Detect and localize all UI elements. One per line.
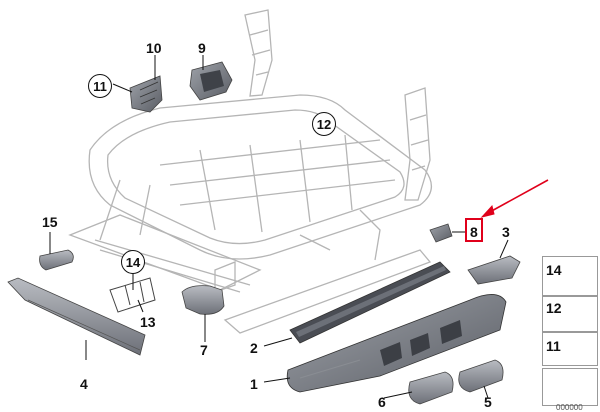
part-10-bracket xyxy=(129,75,163,113)
highlight-box-part-8 xyxy=(465,218,483,242)
part-15-knob xyxy=(39,249,74,271)
callout-13[interactable]: 13 xyxy=(140,314,156,330)
callout-10[interactable]: 10 xyxy=(146,40,162,56)
callout-7[interactable]: 7 xyxy=(200,342,208,358)
seat-frame xyxy=(68,9,432,334)
callout-12-circled[interactable]: 12 xyxy=(312,112,336,136)
callout-15[interactable]: 15 xyxy=(42,214,58,230)
callout-8[interactable]: 8 xyxy=(470,224,478,240)
part-13-bracket xyxy=(109,277,156,313)
legend-label-12: 12 xyxy=(546,300,562,316)
leader-lines xyxy=(49,55,509,399)
callout-4[interactable]: 4 xyxy=(80,376,88,392)
highlight-arrow xyxy=(480,179,549,218)
footer-code: 000000 xyxy=(556,403,583,412)
part-7-cover xyxy=(181,285,225,315)
callout-6[interactable]: 6 xyxy=(378,394,386,410)
callout-11-circled[interactable]: 11 xyxy=(88,74,112,98)
legend-item-14[interactable] xyxy=(542,256,598,296)
callout-3[interactable]: 3 xyxy=(502,224,510,240)
callout-9[interactable]: 9 xyxy=(198,40,206,56)
legend-item-12[interactable] xyxy=(542,296,598,332)
callout-5[interactable]: 5 xyxy=(484,394,492,410)
callout-14-circled[interactable]: 14 xyxy=(121,250,145,274)
part-8-clip xyxy=(429,223,453,243)
part-4-trim xyxy=(7,277,146,356)
legend-item-11[interactable] xyxy=(542,332,598,366)
part-1-trim xyxy=(286,294,507,393)
part-9-cover xyxy=(189,61,233,101)
legend-item-arrow[interactable] xyxy=(542,368,598,406)
part-2-panel xyxy=(289,261,451,344)
legend-label-11: 11 xyxy=(546,338,561,354)
part-5-cover xyxy=(458,359,504,393)
part-3-cover xyxy=(467,255,521,285)
part-6-cover xyxy=(408,371,454,405)
callout-1[interactable]: 1 xyxy=(250,376,258,392)
callout-2[interactable]: 2 xyxy=(250,340,258,356)
legend-label-14: 14 xyxy=(546,262,562,278)
